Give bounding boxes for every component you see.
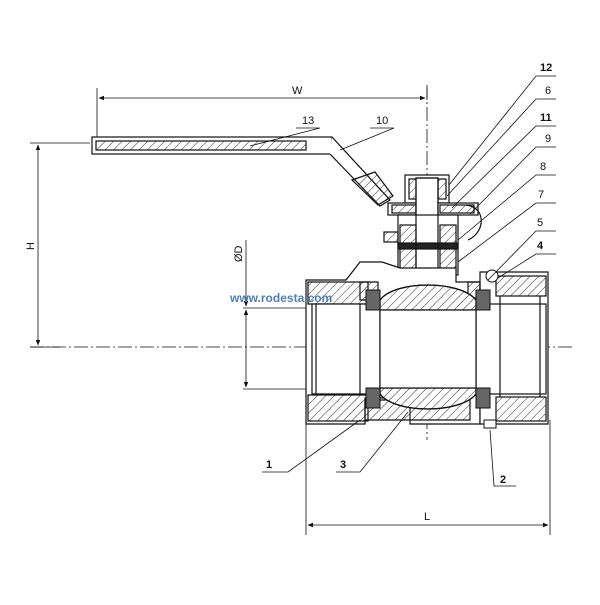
stem-assembly [383,174,482,297]
part-label-8: 8 [540,161,546,173]
dimension-l-label: L [424,511,430,523]
dimension-l [305,420,551,535]
leader-lines [249,75,556,487]
dimension-h [30,142,90,348]
part-label-7: 7 [538,189,544,201]
part-label-2: 2 [500,474,506,486]
dimension-d-label: ØD [233,245,245,262]
part-labels: 12 6 11 9 8 7 5 4 13 10 1 3 2 [266,62,552,486]
part-label-9: 9 [545,133,551,145]
watermark: www.rodesta.com [229,291,332,305]
part-label-12: 12 [540,62,552,74]
part-label-1: 1 [266,459,272,471]
dimension-h-label: H [25,242,37,250]
part-label-6: 6 [545,85,551,97]
part-label-4: 4 [537,240,544,252]
part-label-3: 3 [340,459,346,471]
part-label-10: 10 [376,115,388,127]
handle [91,136,394,207]
dimension-w-label: W [292,85,303,97]
ball [379,284,477,410]
dimension-w [96,88,428,145]
part-label-11: 11 [540,112,552,124]
part-label-13: 13 [302,115,314,127]
part-label-5: 5 [537,217,543,229]
